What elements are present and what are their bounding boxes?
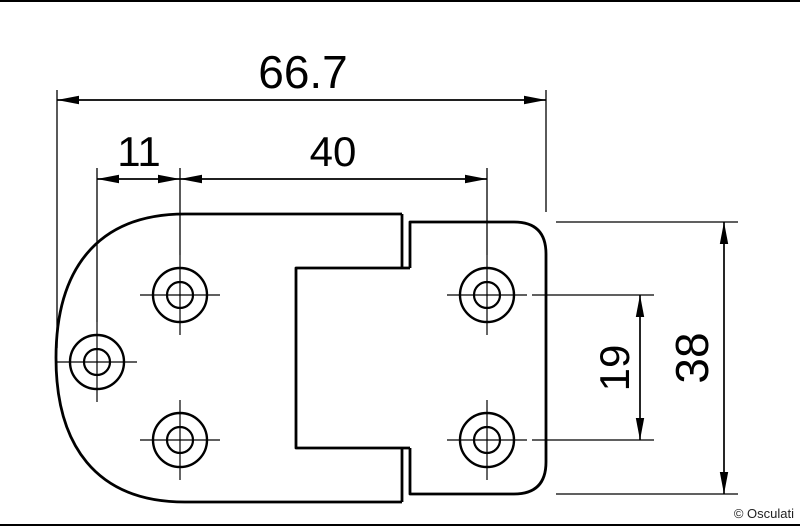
arrowhead-right-icon [524,95,546,105]
dimension-label-hole-spacing-horizontal: 40 [310,128,357,175]
mounting-holes [57,255,527,480]
dimension-label-total-height: 38 [666,332,718,383]
dimension-label-hole-spacing-vertical: 19 [591,345,638,392]
dimension-label-total-width: 66.7 [258,46,348,98]
dimension-label-hole-edge-offset: 11 [117,128,161,175]
arrowhead-up-icon [719,222,729,244]
mounting-hole-left-center [57,322,137,402]
copyright-watermark: © Osculati [734,506,794,521]
arrowhead-mid-left-icon [180,174,202,184]
dimension-total-height: 38 [556,221,738,495]
mounting-hole-bottom-right [447,400,527,480]
arrowhead-down-icon [635,418,645,440]
joint-tab-outline [294,266,410,450]
arrowhead-left-icon [97,174,119,184]
mounting-hole-top-left [140,255,220,335]
dimension-hole-offsets: 11 40 [96,128,488,322]
hinge-outline [54,212,548,504]
arrowhead-up-icon [635,295,645,317]
arrowhead-down-icon [719,472,729,494]
dimension-total-width: 66.7 [56,46,547,348]
right-leaf-outline [408,220,548,496]
arrowhead-left-icon [57,95,79,105]
arrowhead-mid-right-icon [158,174,180,184]
mounting-hole-bottom-left [140,400,220,480]
left-leaf-outline [54,212,402,504]
dimension-hole-spacing-vertical: 19 [532,294,654,441]
mounting-hole-top-right [447,255,527,335]
arrowhead-right-icon [465,174,487,184]
